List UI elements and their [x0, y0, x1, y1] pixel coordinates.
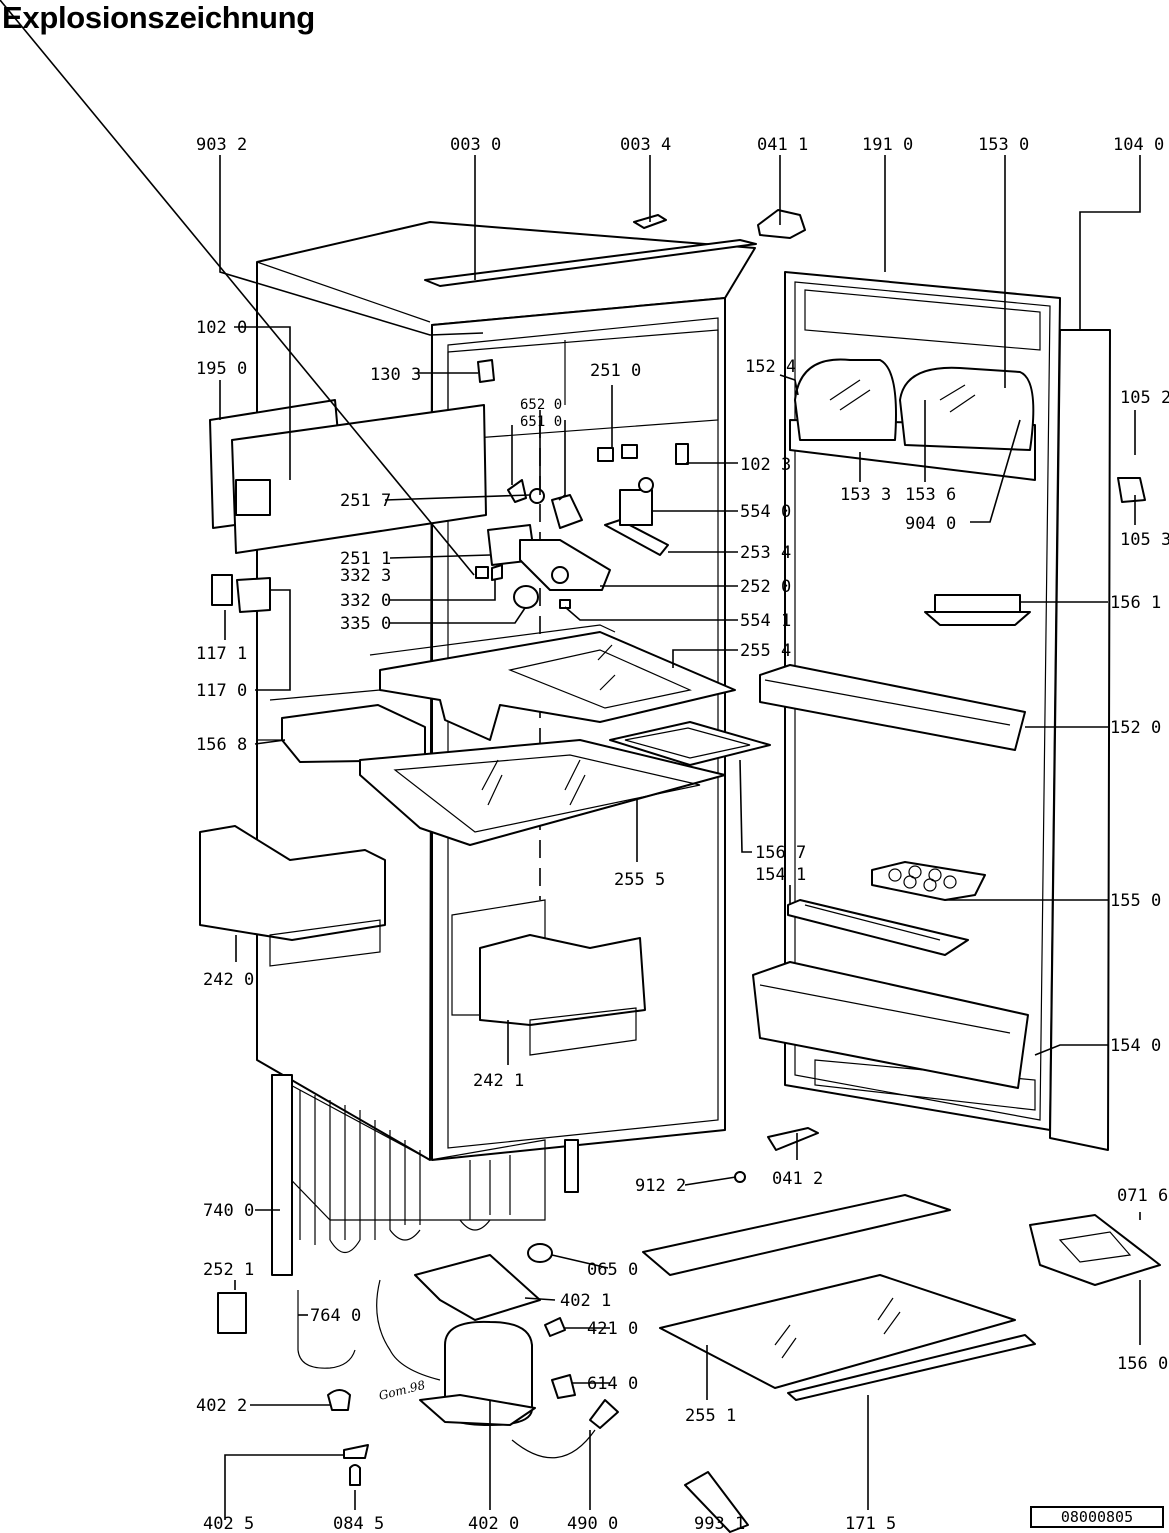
door-shelf-lower-drawing — [752, 961, 1029, 1089]
part-label-117-0: 117 0 — [196, 681, 247, 701]
part-label-003-0: 003 0 — [450, 135, 501, 155]
crisper-drawers-drawing — [199, 825, 646, 1056]
document-number: 08000805 — [1030, 1506, 1164, 1528]
control-unit-drawing — [475, 359, 689, 609]
part-label-993-1: 993 1 — [694, 1514, 745, 1533]
part-label-253-4: 253 4 — [740, 543, 791, 563]
part-label-102-0: 102 0 — [196, 318, 247, 338]
page-title: Explosionszeichnung — [2, 0, 315, 35]
part-label-335-0: 335 0 — [340, 614, 391, 634]
part-label-156-8: 156 8 — [196, 735, 247, 755]
part-label-402-0: 402 0 — [468, 1514, 519, 1533]
part-label-242-1: 242 1 — [473, 1071, 524, 1091]
part-label-041-1: 041 1 — [757, 135, 808, 155]
part-label-152-4: 152 4 — [745, 357, 796, 377]
line-art — [199, 209, 1161, 1533]
part-label-332-0: 332 0 — [340, 591, 391, 611]
part-label-154-1: 154 1 — [755, 865, 806, 885]
part-label-117-1: 117 1 — [196, 644, 247, 664]
part-label-740-0: 740 0 — [203, 1201, 254, 1221]
part-label-255-5: 255 5 — [614, 870, 665, 890]
part-label-903-2: 903 2 — [196, 135, 247, 155]
part-label-251-1: 251 1 — [340, 549, 391, 569]
part-label-252-1: 252 1 — [203, 1260, 254, 1280]
part-label-041-2: 041 2 — [772, 1169, 823, 1189]
hinges-drawing — [211, 209, 1146, 1151]
bottle-rack-drawing — [787, 899, 969, 956]
part-label-102-3: 102 3 — [740, 455, 791, 475]
freezer-door-drawing — [209, 399, 487, 554]
part-label-490-0: 490 0 — [567, 1514, 618, 1533]
part-label-105-3: 105 3 — [1120, 530, 1169, 550]
part-label-251-7: 251 7 — [340, 491, 391, 511]
part-label-402-5: 402 5 — [203, 1514, 254, 1533]
part-label-195-0: 195 0 — [196, 359, 247, 379]
part-label-421-0: 421 0 — [587, 1319, 638, 1339]
part-label-152-0: 152 0 — [1110, 718, 1161, 738]
part-label-651-0: 651 0 — [520, 414, 562, 430]
part-labels: 903 2 003 0 003 4 041 1 191 0 153 0 104 … — [196, 135, 1169, 1533]
compressor-drawing — [217, 1171, 746, 1486]
part-label-156-1: 156 1 — [1110, 593, 1161, 613]
butter-box-drawing — [924, 594, 1031, 626]
part-label-065-0: 065 0 — [587, 1260, 638, 1280]
part-label-554-1: 554 1 — [740, 611, 791, 631]
part-label-251-0: 251 0 — [590, 361, 641, 381]
glass-shelves-drawing — [258, 624, 771, 846]
part-label-071-6: 071 6 — [1117, 1186, 1168, 1206]
part-label-003-4: 003 4 — [620, 135, 671, 155]
part-label-242-0: 242 0 — [203, 970, 254, 990]
part-label-652-0: 652 0 — [520, 397, 562, 413]
part-label-912-2: 912 2 — [635, 1176, 686, 1196]
part-label-402-1: 402 1 — [560, 1291, 611, 1311]
part-label-104-0: 104 0 — [1113, 135, 1164, 155]
part-label-154-0: 154 0 — [1110, 1036, 1161, 1056]
door-shelf-upper-drawing — [759, 664, 1026, 751]
part-label-130-3: 130 3 — [370, 365, 421, 385]
part-label-153-0: 153 0 — [978, 135, 1029, 155]
part-label-156-0: 156 0 — [1117, 1354, 1168, 1374]
part-label-764-0: 764 0 — [310, 1306, 361, 1326]
part-label-153-6: 153 6 — [905, 485, 956, 505]
part-label-105-2: 105 2 — [1120, 388, 1169, 408]
part-label-155-0: 155 0 — [1110, 891, 1161, 911]
part-label-252-0: 252 0 — [740, 577, 791, 597]
door-top-bins-drawing — [789, 358, 1036, 481]
part-label-614-0: 614 0 — [587, 1374, 638, 1394]
part-label-084-5: 084 5 — [333, 1514, 384, 1533]
part-label-255-4: 255 4 — [740, 641, 791, 661]
part-label-156-7: 156 7 — [755, 843, 806, 863]
part-label-255-1: 255 1 — [685, 1406, 736, 1426]
egg-tray-drawing — [871, 861, 986, 901]
part-label-904-0: 904 0 — [905, 514, 956, 534]
part-label-171-5: 171 5 — [845, 1514, 896, 1533]
part-label-153-3: 153 3 — [840, 485, 891, 505]
part-label-191-0: 191 0 — [862, 135, 913, 155]
part-label-402-2: 402 2 — [196, 1396, 247, 1416]
part-label-554-0: 554 0 — [740, 502, 791, 522]
part-label-332-3: 332 3 — [340, 566, 391, 586]
leader-lines — [0, 0, 1141, 1520]
bottom-parts-drawing — [642, 1194, 1161, 1533]
